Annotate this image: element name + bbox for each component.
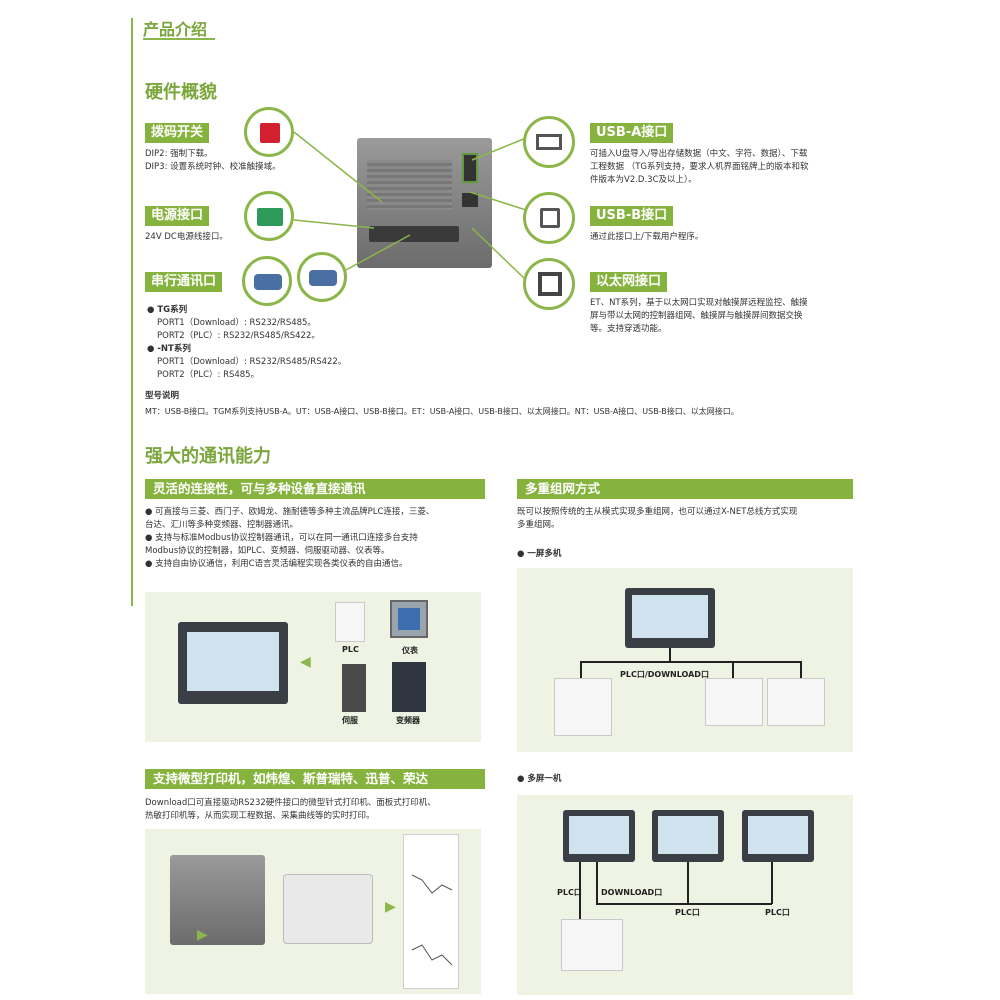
page-title: 产品介绍 <box>143 20 208 39</box>
plc-device <box>335 602 365 642</box>
arrow-right-icon: ▶ <box>197 927 208 943</box>
servo-device <box>342 664 366 712</box>
ethernet-tag: 以太网接口 <box>590 272 668 292</box>
dip-tag: 拨码开关 <box>145 123 210 143</box>
micro-printer <box>283 874 373 944</box>
one-screen-panel: PLC口/DOWNLOAD口 <box>517 568 853 752</box>
servo-label: 伺服 <box>342 716 358 725</box>
multi-hmi-2 <box>652 810 724 862</box>
model-text: MT：USB-B接口。TGM系列支持USB-A。UT：USB-A接口、USB-B… <box>145 407 739 416</box>
flex-panel: ◀ PLC 仪表 伺服 变频器 <box>145 592 481 742</box>
dip-switch-photo <box>244 107 294 157</box>
arrow-left-icon: ◀ <box>300 654 311 670</box>
power-desc: 24V DC电源线接口。 <box>145 232 228 242</box>
flex-bullets: ● 可直接与三菱、西门子、欧姆龙、施耐德等多种主流品牌PLC连接，三菱、 台达、… <box>145 507 435 569</box>
serial-desc: ● TG系列 PORT1（Download）: RS232/RS485。 POR… <box>147 305 347 380</box>
plc-1 <box>554 678 612 736</box>
usb-a-photo <box>523 116 575 168</box>
network-bar: 多重组网方式 <box>517 479 853 499</box>
printer-desc: Download口可直接驱动RS232硬件接口的微型针式打印机、面板式打印机、 … <box>145 798 436 821</box>
usb-b-desc: 通过此接口上/下载用户程序。 <box>590 232 704 242</box>
multi-screen-panel: PLC口 DOWNLOAD口 PLC口 PLC口 <box>517 795 853 995</box>
model-title: 型号说明 <box>145 391 180 401</box>
accent-line <box>131 18 133 606</box>
usb-a-desc: 可插入U盘导入/导出存储数据（中文、字符、数据）、下载 工程数据 （TG系列支持… <box>590 149 809 185</box>
hmi-screen <box>178 622 288 704</box>
arrow-right-icon-2: ▶ <box>385 899 396 915</box>
one-screen-hmi <box>625 588 715 648</box>
multi-plc-label-3: PLC口 <box>765 908 790 917</box>
multi-plc <box>561 919 623 971</box>
printer-hmi-photo <box>170 855 265 945</box>
multi-screen-title: ● 多屏一机 <box>517 774 562 784</box>
multi-plc-label-2: PLC口 <box>675 908 700 917</box>
multi-plc-label-1: PLC口 <box>557 888 582 897</box>
power-connector-photo <box>244 191 294 241</box>
multi-download-label: DOWNLOAD口 <box>601 888 663 897</box>
title-underline <box>143 38 215 40</box>
plc-3 <box>767 678 825 726</box>
meter-device <box>390 600 428 638</box>
power-tag: 电源接口 <box>145 206 210 226</box>
printer-bar: 支持微型打印机，如炜煌、斯普瑞特、迅普、荣达 <box>145 769 485 789</box>
serial-tag: 串行通讯口 <box>145 272 223 292</box>
ethernet-desc: ET、NT系列，基于以太网口实现对触摸屏远程监控、触摸 屏与带以太网的控制器组网… <box>590 298 808 334</box>
usb-a-tag: USB-A接口 <box>590 123 674 143</box>
ethernet-photo <box>523 258 575 310</box>
one-screen-port-label: PLC口/DOWNLOAD口 <box>620 670 709 679</box>
network-desc: 既可以按照传统的主从模式实现多重组网，也可以通过X-NET总线方式实现 多重组网… <box>517 507 798 530</box>
comm-title: 强大的通讯能力 <box>145 446 271 467</box>
hardware-title: 硬件概貌 <box>145 82 217 103</box>
hmi-back-photo <box>357 138 492 268</box>
plc-2 <box>705 678 763 726</box>
one-screen-title: ● 一屏多机 <box>517 549 562 559</box>
multi-hmi-1 <box>563 810 635 862</box>
plc-label: PLC <box>342 645 359 654</box>
inverter-device <box>392 662 426 712</box>
usb-b-photo <box>523 192 575 244</box>
serial-port-photo-1 <box>242 256 292 306</box>
printer-panel: ▶ ▶ <box>145 829 481 994</box>
inverter-label: 变频器 <box>396 716 420 725</box>
dip-desc: DIP2: 强制下载。 DIP3: 设置系统时钟、校准触摸域。 <box>145 149 281 172</box>
printout-paper <box>403 834 459 989</box>
flex-bar: 灵活的连接性，可与多种设备直接通讯 <box>145 479 485 499</box>
usb-b-tag: USB-B接口 <box>590 206 674 226</box>
meter-label: 仪表 <box>402 646 418 655</box>
serial-port-photo-2 <box>297 252 347 302</box>
multi-hmi-3 <box>742 810 814 862</box>
callout-lines <box>293 131 527 281</box>
